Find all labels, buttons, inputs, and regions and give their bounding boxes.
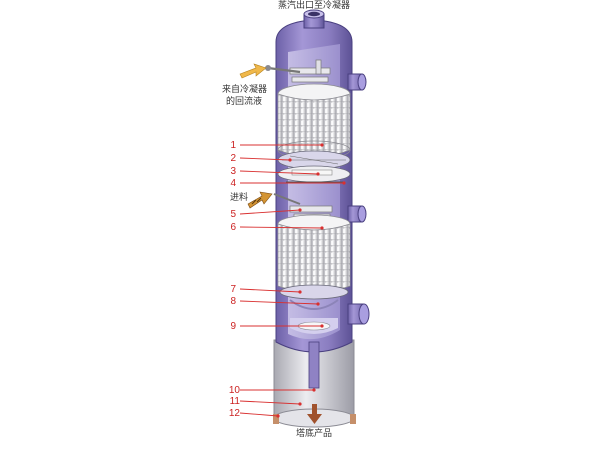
callout-3: 3	[230, 166, 236, 177]
feed-inlet-arrow	[247, 191, 273, 209]
vapor-outlet-label: 蒸汽出口至冷凝器	[278, 0, 350, 11]
side-nozzle-upper	[347, 73, 367, 91]
reflux-label-line1: 来自冷凝器	[222, 83, 267, 95]
callout-9: 9	[230, 321, 236, 332]
base-plate-left	[273, 414, 279, 424]
callout-6: 6	[230, 222, 236, 233]
reflux-inlet-pipe	[265, 65, 301, 74]
lower-packing-bed	[277, 214, 351, 294]
upper-packing-bed	[277, 83, 351, 160]
callout-5: 5	[230, 209, 236, 220]
callout-7: 7	[230, 284, 236, 295]
callout-12: 12	[229, 408, 241, 419]
base-plate-right	[350, 414, 356, 424]
callout-2: 2	[230, 153, 236, 164]
reflux-inlet-arrow	[239, 63, 267, 79]
callout-dots	[276, 143, 346, 418]
callout-leaders	[239, 144, 344, 417]
side-nozzle-lower	[347, 303, 370, 325]
feed-label: 进料	[230, 191, 248, 203]
reflux-label-line2: 的回流液	[226, 95, 262, 107]
bottom-outlet-pipe	[308, 341, 320, 389]
callout-4: 4	[230, 178, 236, 189]
vapor-outlet-nozzle	[303, 9, 325, 29]
bottom-product-arrow	[307, 404, 322, 424]
callout-10: 10	[229, 385, 241, 396]
callout-11: 11	[230, 396, 241, 407]
bottom-product-label: 塔底产品	[296, 427, 332, 439]
callout-8: 8	[230, 296, 236, 307]
callout-1: 1	[230, 140, 236, 151]
side-nozzle-middle	[347, 205, 367, 223]
